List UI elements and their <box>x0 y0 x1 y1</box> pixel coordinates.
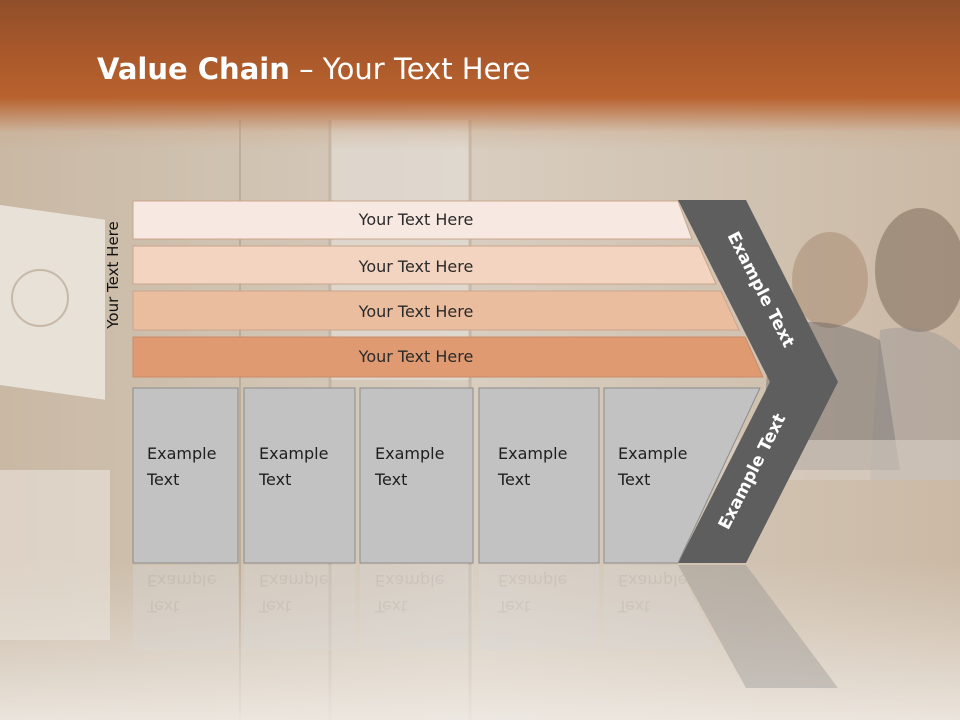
stage-box-5-line1: Example <box>618 444 687 463</box>
stage-box-3[interactable] <box>359 387 474 564</box>
chevron-top[interactable] <box>678 200 838 382</box>
stage-box-2[interactable] <box>243 387 356 564</box>
header-band <box>0 0 960 150</box>
chevron-bottom[interactable] <box>678 382 838 563</box>
stage-box-4-line1: Example <box>498 444 567 463</box>
reflection-chevron <box>678 565 838 688</box>
stage-box-5-line2: Text <box>617 470 650 489</box>
title-rest: – Your Text Here <box>289 52 531 86</box>
reflection-box-3 <box>360 565 473 650</box>
stage-box-1-line1: Example <box>147 444 216 463</box>
stage-box-2-line2: Text <box>258 470 291 489</box>
slide-title: Value Chain – Your Text Here <box>97 52 531 86</box>
bar-2-label: Your Text Here <box>358 257 474 276</box>
reflection-text-1a: Example <box>147 571 216 590</box>
bar-3[interactable] <box>132 290 740 331</box>
stage-box-4[interactable] <box>478 387 600 564</box>
title-bold: Value Chain <box>97 52 290 86</box>
bar-4-label: Your Text Here <box>358 347 474 366</box>
reflection-text-2b: Text <box>258 597 291 616</box>
bar-4[interactable] <box>132 336 764 378</box>
stage-box-1-line2: Text <box>146 470 179 489</box>
stage-box-3-line2: Text <box>374 470 407 489</box>
stage-box-4-line2: Text <box>497 470 530 489</box>
bar-1-label: Your Text Here <box>358 210 474 229</box>
reflection-text-5a: Example <box>618 571 687 590</box>
stage-box-2-line1: Example <box>259 444 328 463</box>
reflection-box-1 <box>133 565 238 650</box>
bar-1[interactable] <box>132 200 693 240</box>
bar-2[interactable] <box>132 245 717 285</box>
reflection: Example Text Example Text Example Text E… <box>133 565 838 688</box>
reflection-text-3b: Text <box>374 597 407 616</box>
bar-3-label: Your Text Here <box>358 302 474 321</box>
reflection-text-3a: Example <box>375 571 444 590</box>
stage-box-5[interactable] <box>603 387 761 564</box>
reflection-box-5 <box>604 565 718 650</box>
reflection-text-5b: Text <box>617 597 650 616</box>
reflection-text-4b: Text <box>497 597 530 616</box>
reflection-text-2a: Example <box>259 571 328 590</box>
stage-box-3-line1: Example <box>375 444 444 463</box>
reflection-box-2 <box>244 565 355 650</box>
stage-box-1[interactable] <box>132 387 239 564</box>
reflection-text-1b: Text <box>146 597 179 616</box>
reflection-box-4 <box>479 565 599 650</box>
reflection-text-4a: Example <box>498 571 567 590</box>
